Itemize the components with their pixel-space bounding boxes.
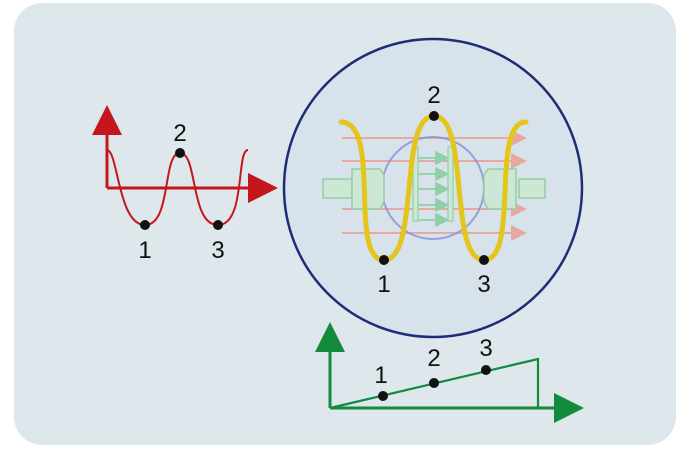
bottom-ramp-diagram: 1 2 3 xyxy=(315,322,584,423)
left-label-2: 2 xyxy=(173,120,186,147)
circle-point-3 xyxy=(479,255,489,265)
left-label-3: 3 xyxy=(211,237,224,264)
ramp-label-3: 3 xyxy=(479,335,492,362)
left-device-housing xyxy=(351,168,385,210)
circle-label-2: 2 xyxy=(427,82,440,109)
right-device-arm xyxy=(518,178,546,199)
circle-label-3: 3 xyxy=(477,271,490,298)
inner-device xyxy=(322,136,546,240)
left-wave-diagram: 1 2 3 xyxy=(92,105,278,264)
ramp-line xyxy=(329,357,540,410)
central-plate-right xyxy=(447,146,454,222)
left-point-3 xyxy=(213,220,223,230)
circle-point-2 xyxy=(429,111,439,121)
ramp-point-3 xyxy=(481,365,491,375)
ramp-point-1 xyxy=(378,391,388,401)
right-device-housing xyxy=(483,168,517,210)
left-device-arm xyxy=(322,178,353,199)
left-point-2 xyxy=(175,148,185,158)
ramp-point-2 xyxy=(429,378,439,388)
circle-label-1: 1 xyxy=(377,271,390,298)
circle-point-1 xyxy=(379,255,389,265)
ramp-label-2: 2 xyxy=(427,345,440,372)
left-point-1 xyxy=(140,220,150,230)
green-arrows xyxy=(418,150,450,228)
left-label-1: 1 xyxy=(138,237,151,264)
outer-circle xyxy=(282,37,584,339)
circle-device-diagram: 1 2 3 xyxy=(282,37,584,339)
ramp-label-1: 1 xyxy=(374,362,387,389)
